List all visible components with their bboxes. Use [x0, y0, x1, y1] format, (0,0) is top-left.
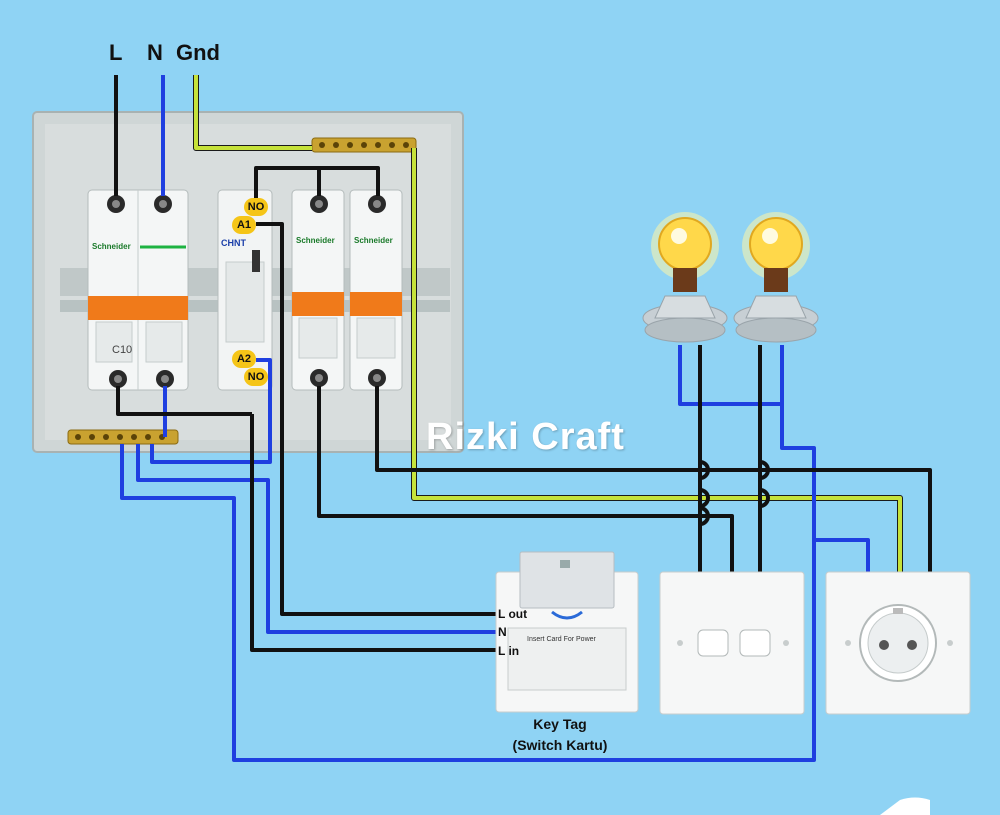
- ground-wire: [193, 75, 903, 574]
- lamp-2: [733, 212, 819, 343]
- corner-decoration: [880, 797, 930, 815]
- supply-label-neutral: N: [147, 40, 163, 65]
- watermark-text: Rizki Craft: [426, 416, 625, 458]
- key-tag-card-text: Insert Card For Power: [527, 636, 596, 643]
- contactor-terminal-a1: A1: [232, 216, 256, 234]
- lamp-1: [642, 212, 728, 343]
- contactor-terminal-no-bottom: NO: [244, 368, 268, 386]
- main-breaker: [87, 189, 189, 391]
- ground-busbar-top: [311, 137, 417, 153]
- contactor: [217, 189, 273, 391]
- key-tag-caption: Key Tag: [533, 716, 587, 732]
- supply-label-live: L: [109, 40, 123, 65]
- key-tag-switch: [495, 551, 639, 713]
- wire-crossovers: [699, 460, 770, 526]
- key-tag-terminal-l-out: L out: [498, 607, 528, 621]
- key-tag-terminal-n: N: [498, 625, 507, 639]
- breaker-3-brand: Schneider: [354, 236, 393, 245]
- live-wires: [114, 75, 932, 652]
- contactor-terminal-a2: A2: [232, 350, 256, 368]
- breaker-2-brand: Schneider: [296, 236, 335, 245]
- breaker-2: [291, 189, 345, 391]
- power-socket: [825, 571, 971, 715]
- neutral-busbar-bottom: [67, 429, 179, 445]
- contactor-brand: CHNT: [221, 238, 246, 248]
- breaker-3: [349, 189, 403, 391]
- neutral-wires: [120, 75, 870, 762]
- double-light-switch: [659, 571, 805, 715]
- key-tag-terminal-l-in: L in: [498, 644, 520, 658]
- key-tag-caption-sub: (Switch Kartu): [512, 737, 608, 753]
- supply-label-ground: Gnd: [176, 40, 220, 65]
- main-breaker-rating: C10: [112, 344, 133, 356]
- contactor-terminal-no-top: NO: [244, 198, 268, 216]
- main-breaker-brand: Schneider: [92, 242, 131, 251]
